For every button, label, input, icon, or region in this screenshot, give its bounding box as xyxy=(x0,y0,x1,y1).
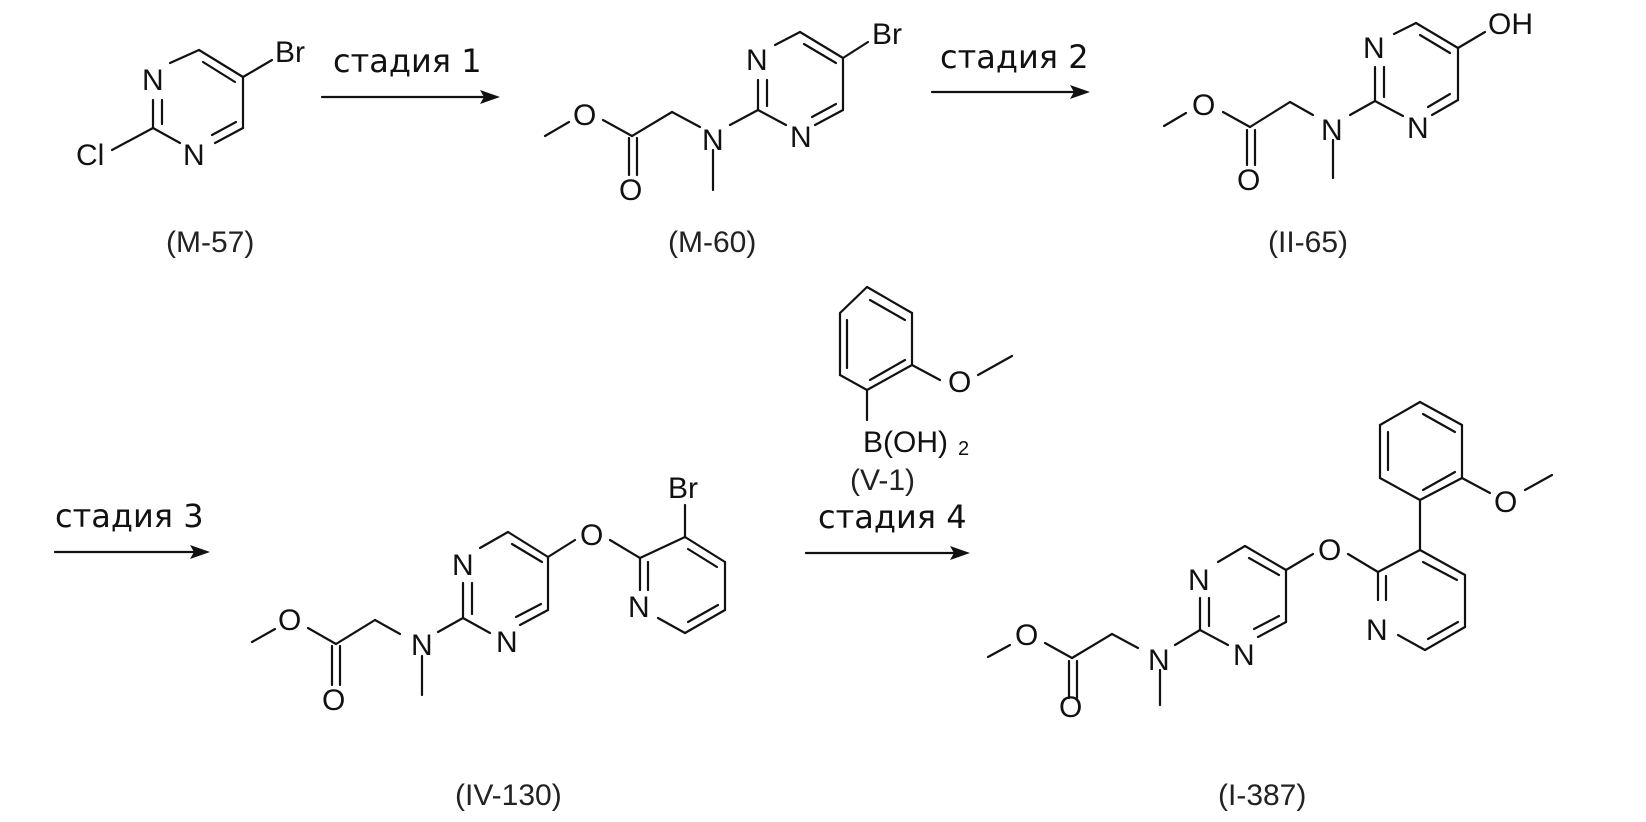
stage-label: стадия 1 xyxy=(333,42,482,80)
atom-o: O xyxy=(580,519,603,552)
stage-label: стадия 4 xyxy=(818,498,967,536)
atom-n: N xyxy=(411,629,433,662)
atom-n: N xyxy=(496,626,518,659)
atom-boh: B(OH) xyxy=(863,426,948,459)
compound-ii65: O O N N N OH (II-65) xyxy=(1162,8,1533,259)
atom-n: N xyxy=(746,44,768,77)
compound-m60: O O N N N Br (M-60) xyxy=(543,18,902,259)
atom-br: Br xyxy=(872,18,902,51)
atom-o: O xyxy=(1059,691,1082,724)
atom-n: N xyxy=(1148,644,1170,677)
stage-1-arrow: стадия 1 xyxy=(320,42,500,104)
atom-o: O xyxy=(1192,89,1215,122)
atom-o: O xyxy=(948,366,971,399)
atom-o: O xyxy=(1494,486,1517,519)
atom-n: N xyxy=(183,139,205,172)
atom-n: N xyxy=(628,591,650,624)
atom-o: O xyxy=(1237,164,1260,197)
compound-label: (II-65) xyxy=(1268,226,1348,259)
atom-n: N xyxy=(1366,614,1388,647)
stage-label: стадия 3 xyxy=(55,497,204,535)
atom-o: O xyxy=(619,174,642,207)
atom-br: Br xyxy=(668,472,698,505)
atom-cl: Cl xyxy=(76,139,104,172)
compound-label: (IV-130) xyxy=(455,779,562,812)
atom-br: Br xyxy=(275,36,305,69)
stage-2-arrow: стадия 2 xyxy=(930,38,1090,99)
atom-n: N xyxy=(452,549,474,582)
stage-3-arrow: стадия 3 xyxy=(53,497,210,559)
atom-o: O xyxy=(573,99,596,132)
stage-label: стадия 2 xyxy=(940,38,1089,76)
compound-iv130: O O N N N O N Br (IV-130) xyxy=(250,472,727,812)
compound-v1: O B(OH) 2 (V-1) xyxy=(838,285,1014,497)
atom-n: N xyxy=(790,121,812,154)
atom-o: O xyxy=(1318,534,1341,567)
compound-m57: N N Cl Br (M-57) xyxy=(76,36,305,259)
subscript-2: 2 xyxy=(958,438,969,460)
compound-label: (V-1) xyxy=(850,464,915,497)
compound-i387: O O N N N O N O (I-387) xyxy=(986,400,1554,812)
compound-label: (M-57) xyxy=(166,226,254,259)
compound-label: (I-387) xyxy=(1218,779,1306,812)
atom-n: N xyxy=(1407,112,1429,145)
atom-oh: OH xyxy=(1488,8,1533,41)
atom-o: O xyxy=(1015,619,1038,652)
compound-label: (M-60) xyxy=(668,226,756,259)
atom-n: N xyxy=(1363,32,1385,65)
atom-n: N xyxy=(142,64,164,97)
atom-n: N xyxy=(702,124,724,157)
atom-n: N xyxy=(1233,639,1255,672)
atom-n: N xyxy=(1188,564,1210,597)
atom-o: O xyxy=(278,604,301,637)
atom-o: O xyxy=(322,684,345,717)
stage-4-arrow: стадия 4 xyxy=(804,498,970,560)
atom-n: N xyxy=(1321,114,1343,147)
